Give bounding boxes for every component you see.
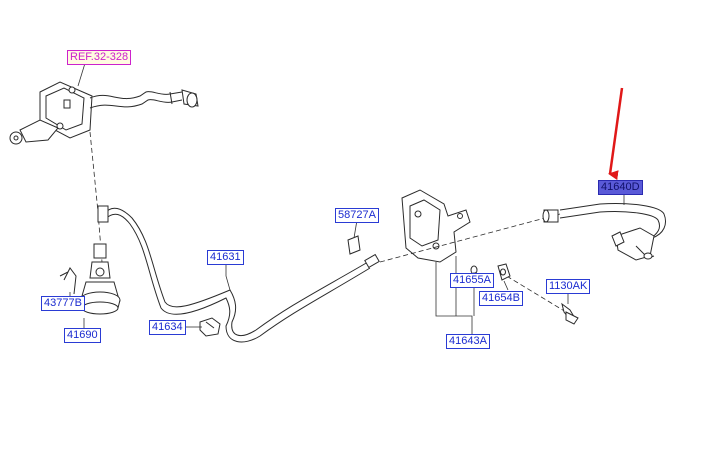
callout-41643A[interactable]: 41643A <box>446 334 490 349</box>
retaining-clip[interactable] <box>59 267 77 295</box>
mounting-bracket[interactable] <box>401 189 471 263</box>
mounting-bolt[interactable] <box>561 302 579 325</box>
hose-assembly[interactable] <box>542 203 666 261</box>
bracket-clip[interactable] <box>347 235 361 255</box>
callout-41631[interactable]: 41631 <box>207 250 244 265</box>
callout-41634[interactable]: 41634 <box>149 320 186 335</box>
assembly-dashed-line <box>379 213 561 263</box>
clutch-tube[interactable] <box>97 205 380 343</box>
centerline-dashed <box>89 131 103 263</box>
bolt-dashed-line <box>499 271 567 313</box>
release-cylinder[interactable] <box>79 243 121 315</box>
ref-label[interactable]: REF.32-328 <box>67 50 132 65</box>
callout-41655A[interactable]: 41655A <box>450 273 494 288</box>
callout-41654B[interactable]: 41654B <box>479 291 523 306</box>
callout-1130AK[interactable]: 1130AK <box>546 279 591 294</box>
master-cylinder-ref[interactable] <box>9 81 199 145</box>
callout-58727A[interactable]: 58727A <box>335 208 379 223</box>
highlight-arrow <box>608 87 624 181</box>
callout-41690[interactable]: 41690 <box>64 328 101 343</box>
tube-clip[interactable] <box>199 317 221 337</box>
callout-41640D[interactable]: 41640D <box>598 180 643 195</box>
callout-43777B[interactable]: 43777B <box>41 296 85 311</box>
